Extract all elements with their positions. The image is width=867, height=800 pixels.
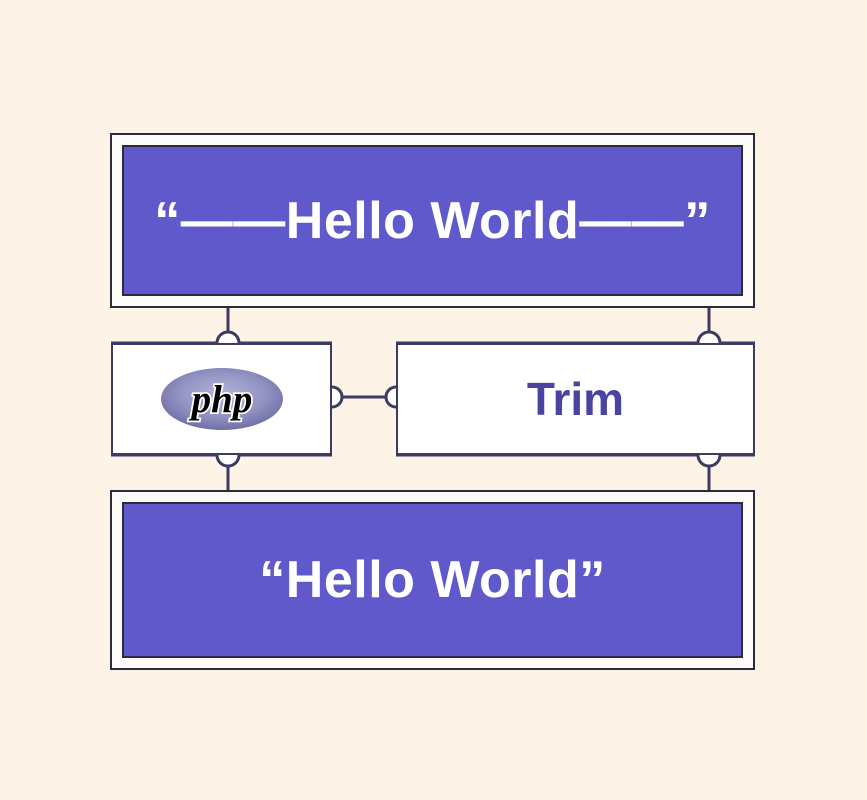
svg-text:php: php (188, 378, 252, 421)
input-value-text: “——Hello World——” (154, 191, 711, 250)
output-value-box[interactable]: “Hello World” (110, 490, 755, 670)
php-language-box[interactable]: php (111, 343, 332, 455)
php-logo-icon: php (160, 368, 283, 430)
input-value-box[interactable]: “——Hello World——” (110, 133, 755, 308)
output-value-text: “Hello World” (259, 551, 606, 609)
trim-function-label: Trim (526, 373, 625, 425)
output-value-fill: “Hello World” (122, 502, 743, 658)
input-value-fill: “——Hello World——” (122, 145, 743, 296)
trim-function-box[interactable]: Trim (396, 343, 755, 455)
